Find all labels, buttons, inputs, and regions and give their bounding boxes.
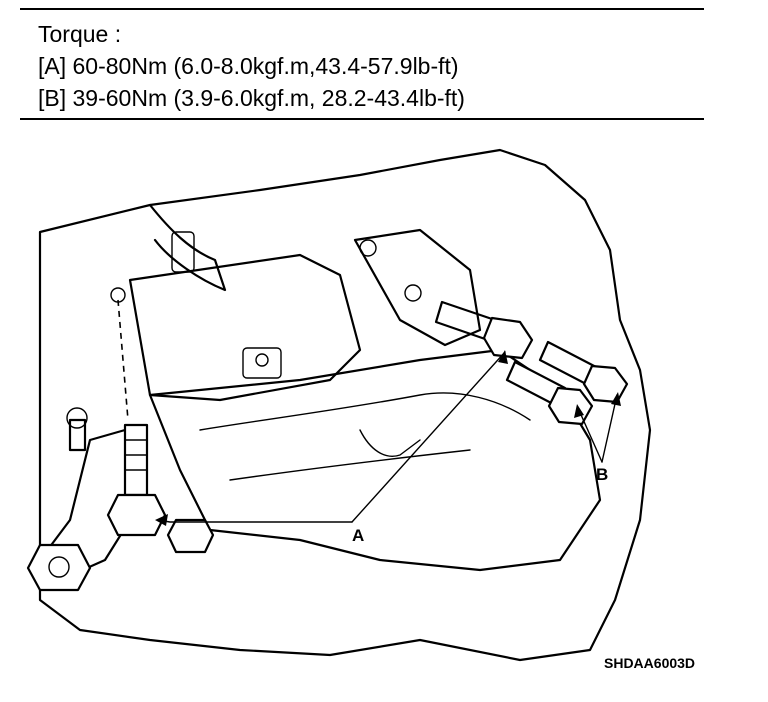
torque-spec-b: [B] 39-60Nm (3.9-6.0kgf.m, 28.2-43.4lb-f… — [38, 85, 465, 111]
callout-a-label: A — [352, 526, 365, 545]
nut-large — [26, 543, 92, 592]
nut-large-center — [48, 556, 70, 578]
leader-b-left — [577, 407, 603, 463]
stud-head — [66, 407, 88, 429]
callout-b-label: B — [596, 465, 609, 484]
upper-mount-hole — [359, 239, 377, 257]
torque-spec-a: [A] 60-80Nm (6.0-8.0kgf.m,43.4-57.9lb-ft… — [38, 53, 459, 79]
figure-code: SHDAA6003D — [604, 655, 696, 671]
arrow-b-left — [574, 404, 584, 418]
upper-mount — [353, 228, 482, 347]
nut-lower — [166, 518, 215, 554]
arrow-b-right — [611, 392, 621, 406]
leader-b-right — [601, 394, 618, 463]
bracket-nut-hole — [255, 353, 269, 367]
housing-rib-2 — [229, 449, 471, 481]
upper-bracket — [128, 253, 362, 402]
stud — [68, 418, 87, 452]
bracket-nut — [242, 347, 282, 379]
bolt-a-vertical — [106, 423, 167, 537]
leader-a-right — [351, 351, 506, 523]
main-housing — [148, 348, 602, 572]
housing-rib — [199, 392, 531, 431]
assembly-outline — [38, 148, 652, 662]
bolt-a-angled — [434, 300, 534, 360]
bolt-b-upper — [538, 340, 629, 404]
hose — [148, 203, 227, 292]
torque-heading: Torque : — [38, 21, 122, 47]
housing-edge — [359, 429, 421, 457]
upper-mount-hole-2 — [404, 284, 422, 302]
torque-spec-box: Torque : [A] 60-80Nm (6.0-8.0kgf.m,43.4-… — [20, 8, 704, 120]
alignment-line — [117, 299, 129, 421]
arrow-a-right — [498, 350, 508, 364]
alignment-hole — [110, 287, 126, 303]
arrow-a-left — [155, 514, 168, 526]
